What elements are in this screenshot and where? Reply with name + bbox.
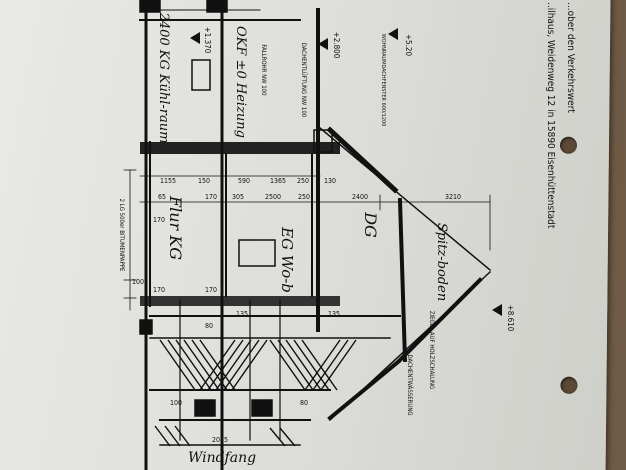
room-flur-kg: Flur KG [166, 195, 185, 260]
dimension-numbers: 1155 150 590 1365 250 130 65 170 305 250… [132, 177, 461, 444]
dim-small-2: 100 [132, 278, 144, 286]
dim-mid-6: 3210 [445, 193, 461, 201]
room-windfang: Windfang [188, 450, 256, 466]
slab-mid [140, 296, 340, 306]
slab-top [140, 142, 340, 154]
label-dachfenster: WOHNRAUMDACHFENSTER 600/1200 [380, 34, 386, 127]
dim-small-9: 100 [170, 399, 182, 407]
dim-small-3: 170 [205, 286, 217, 294]
dim-top-3: 1365 [270, 177, 286, 185]
room-spitzboden: Spitz-boden [434, 223, 449, 301]
elevation-markers [190, 28, 502, 316]
dim-small-1: 170 [153, 286, 165, 294]
stairs-hatch [154, 339, 357, 447]
dim-small-0: 170 [153, 216, 165, 224]
dim-small-5: 80 [205, 322, 213, 330]
dim-top-1: 150 [198, 177, 210, 185]
fixtures [139, 0, 333, 417]
elevation-first: +2.800 [332, 32, 341, 59]
dim-top-4: 250 [297, 177, 309, 185]
room-kg-heizung: OKF ±0 Heizung [233, 26, 248, 138]
elevation-ridge: +8.610 [506, 305, 515, 332]
room-eg-wohnen: EG Wo-b [278, 226, 296, 293]
label-dachentwaesserung: DACHENTWÄSSERUNG [406, 354, 413, 415]
label-entlueftung: DACHENTLÜFTUNG NW 100 [300, 43, 307, 118]
dim-mid-1: 170 [205, 193, 217, 201]
header-line-2: ..ilhaus, Weidenweg 12 in 15890 Eisenhüt… [545, 2, 556, 229]
dim-small-7: 135 [200, 407, 212, 415]
header-block: ...ober den Verkehrswert ..ilhaus, Weide… [545, 2, 576, 229]
label-holzschalung: ZIEGEL AUF HOLZSCHALUNG [428, 311, 435, 389]
label-bitumenpappe: 2 LG 500er BITUMENPAPPE [118, 199, 125, 272]
dim-top-5: 130 [324, 177, 336, 185]
dim-mid-4: 250 [298, 193, 310, 201]
elevation-1370: +1.370 [203, 27, 212, 54]
dim-small-4: 135 [236, 310, 248, 318]
dim-mid-5: 2400 [352, 193, 368, 201]
walls [123, 0, 492, 470]
room-dg: DG [361, 211, 380, 238]
dim-small-6: 135 [328, 310, 340, 318]
dim-small-10: 2015 [212, 436, 228, 444]
room-kg-kuehlraum: 2400 KG Kühl-raum [156, 12, 171, 144]
dim-mid-2: 305 [232, 193, 244, 201]
dim-mid-3: 2500 [265, 193, 281, 201]
dim-top-2: 590 [238, 177, 250, 185]
label-fallrohr: FALLROHR NW 100 [260, 44, 267, 96]
dim-small-8: 80 [300, 399, 308, 407]
dim-top-0: 1155 [160, 177, 176, 185]
dim-mid-0: 65 [158, 193, 166, 201]
header-line-1: ...ober den Verkehrswert [565, 2, 576, 113]
elevation-top: +5.20 [404, 34, 413, 56]
